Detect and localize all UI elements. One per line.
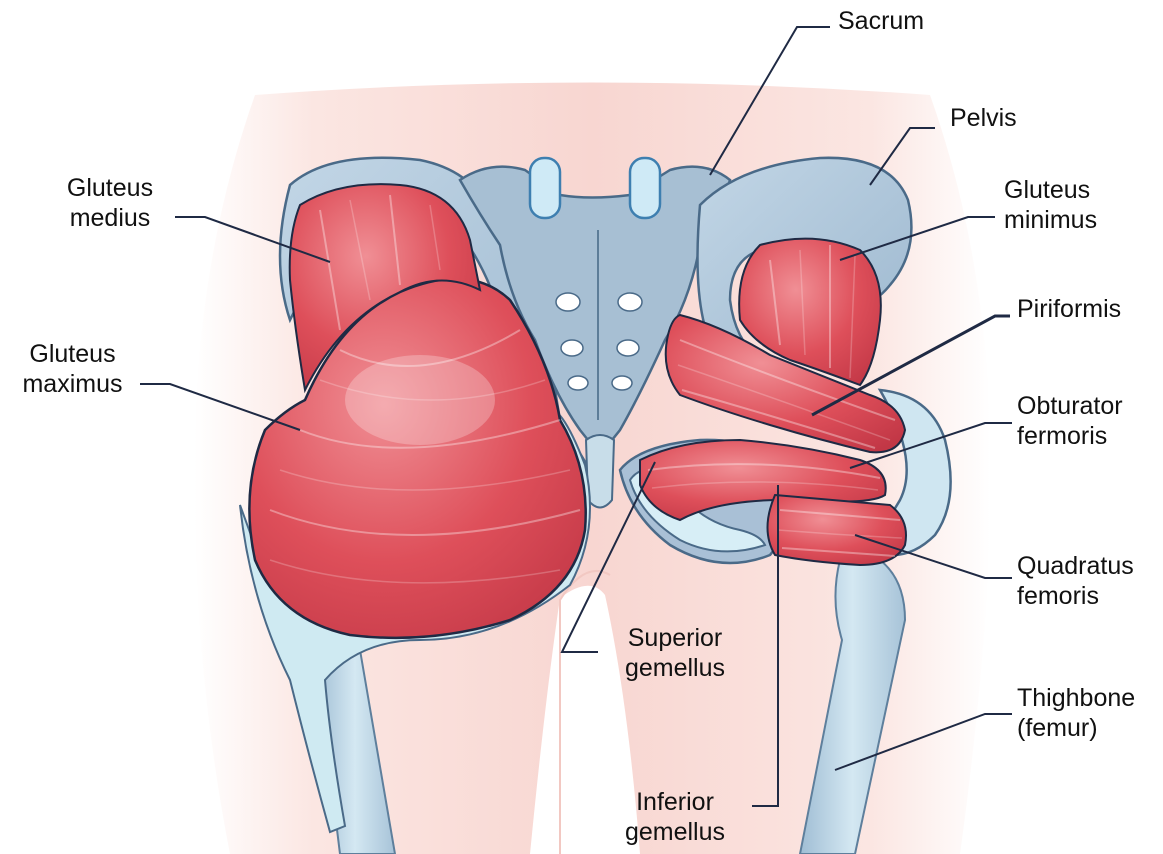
label-sacrum: Sacrum [838, 6, 924, 36]
label-quadratus-femoris: Quadratus femoris [1017, 551, 1134, 611]
gluteus-maximus-highlight [345, 355, 495, 445]
label-inferior-gemellus: Inferior gemellus [605, 787, 745, 847]
label-obturator-fermoris: Obturator fermoris [1017, 391, 1123, 451]
left-buttock-contour [560, 571, 610, 854]
label-thighbone-femur: Thighbone (femur) [1017, 683, 1135, 743]
label-gluteus-medius: Gluteus medius [50, 173, 170, 233]
label-superior-gemellus: Superior gemellus [605, 623, 745, 683]
label-gluteus-minimus: Gluteus minimus [1004, 175, 1097, 235]
label-gluteus-maximus: Gluteus maximus [5, 339, 140, 399]
label-pelvis: Pelvis [950, 103, 1017, 133]
label-piriformis: Piriformis [1017, 294, 1121, 324]
